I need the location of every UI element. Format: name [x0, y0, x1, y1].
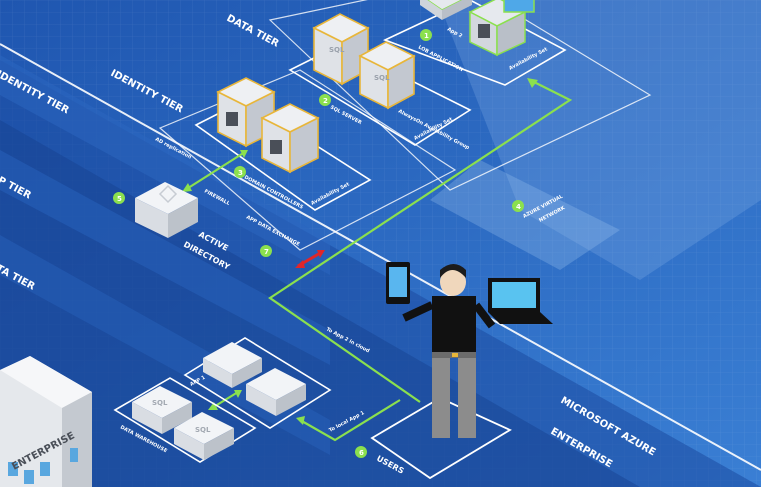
- vnet-panel: [430, 160, 620, 270]
- link-users-to-cloud: [268, 79, 573, 403]
- azure-panel: [437, 0, 761, 280]
- svg-text:7: 7: [264, 248, 269, 256]
- tablet-device-icon: [386, 262, 410, 304]
- arrow-app1-left: [208, 402, 218, 410]
- svg-text:1: 1: [424, 32, 429, 40]
- warehouse-sql-label-2: SQL: [195, 426, 211, 434]
- domain-controller-2: [260, 103, 320, 174]
- arrow-exchange-right: [317, 250, 325, 258]
- laptop-device-icon: [488, 278, 553, 324]
- sql-label-2: SQL: [374, 74, 390, 82]
- app-tier-band: [0, 150, 330, 365]
- link-local-app1: [299, 399, 401, 442]
- data-warehouse-box: [113, 377, 257, 463]
- sql-label-1: SQL: [329, 46, 345, 54]
- data-tier-outline: [268, 0, 652, 191]
- svg-text:4: 4: [516, 203, 521, 211]
- badge-3: 3: [234, 166, 246, 178]
- enterprise-building: [0, 356, 92, 487]
- arrow-cloud: [527, 78, 538, 88]
- app2-server: [420, 0, 472, 20]
- link-ad-replication: [184, 151, 246, 191]
- arrow-app1-right: [234, 390, 242, 398]
- svg-text:6: 6: [359, 449, 364, 457]
- identity-tier-band: [0, 55, 330, 275]
- app1-server-2: [246, 368, 306, 416]
- arrow-ad-left: [182, 183, 192, 192]
- badge-7: 7: [260, 245, 272, 257]
- badge-6: 6: [355, 446, 367, 458]
- sql-server-2: SQL: [358, 41, 416, 110]
- lob-app-server: [468, 0, 535, 57]
- svg-text:3: 3: [238, 169, 243, 177]
- warehouse-sql-2: SQL: [174, 412, 234, 460]
- badge-5: 5: [113, 192, 125, 204]
- users-box: [370, 396, 512, 480]
- arrow-exchange-left: [295, 260, 305, 268]
- warehouse-sql-label-1: SQL: [152, 399, 168, 407]
- app1-server-1: [203, 342, 262, 388]
- svg-text:2: 2: [323, 97, 328, 105]
- badge-1: 1: [420, 29, 432, 41]
- user-figure: [402, 264, 496, 438]
- warehouse-sql-1: SQL: [132, 386, 192, 434]
- badge-4: 4: [512, 200, 524, 212]
- arrow-ad-right: [240, 150, 248, 158]
- arrow-local-app1: [296, 416, 305, 425]
- active-directory-icon: [135, 182, 198, 238]
- badge-2: 2: [319, 94, 331, 106]
- svg-text:5: 5: [117, 195, 122, 203]
- azure-boundary-line: [0, 43, 761, 471]
